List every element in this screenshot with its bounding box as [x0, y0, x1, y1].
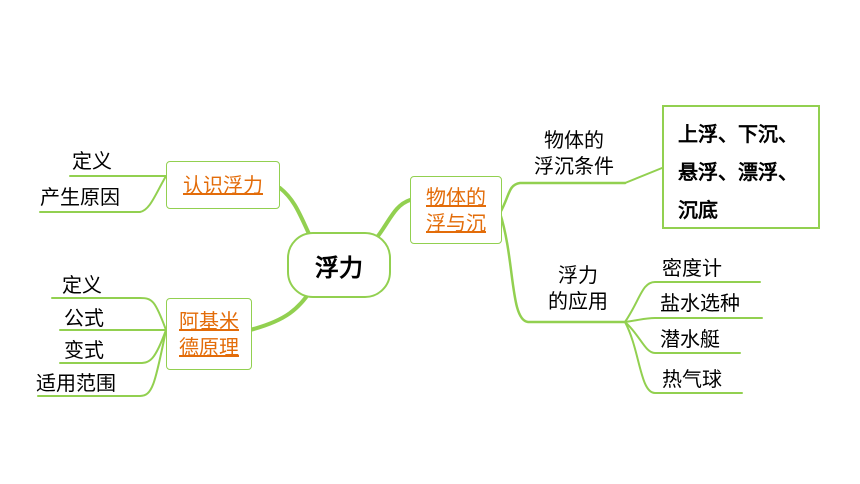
branch-float-sink-line2: 浮与沉: [426, 211, 486, 235]
branch-archimedes-line2: 德原理: [179, 335, 239, 359]
branch-archimedes-line1: 阿基米: [179, 309, 239, 333]
sub-float-conditions-line2: 浮沉条件: [534, 154, 614, 178]
leaf-scope: 适用范围: [36, 371, 116, 395]
detail-line-1: 上浮、下沉、: [678, 122, 798, 146]
branch-recognize-buoyancy-label: 认识浮力: [183, 173, 263, 197]
branch-archimedes: 阿基米 德原理: [166, 298, 252, 370]
branch-float-sink-line1: 物体的: [426, 185, 486, 209]
leaf-hydrometer: 密度计: [662, 256, 722, 280]
central-topic: 浮力: [287, 232, 391, 298]
detail-line-2: 悬浮、漂浮、: [678, 160, 798, 184]
leaf-formula: 公式: [64, 306, 104, 330]
leaf-variant: 变式: [64, 338, 104, 362]
leaf-cause: 产生原因: [40, 185, 120, 209]
branch-recognize-buoyancy: 认识浮力: [166, 161, 280, 209]
leaf-submarine: 潜水艇: [660, 327, 720, 351]
leaf-definition-1: 定义: [72, 149, 112, 173]
sub-float-conditions: 物体的 浮沉条件: [522, 127, 626, 179]
leaf-definition-2: 定义: [62, 273, 102, 297]
conditions-detail-box: 上浮、下沉、 悬浮、漂浮、 沉底: [662, 105, 820, 229]
branch-float-sink: 物体的 浮与沉: [410, 176, 502, 244]
sub-float-conditions-line1: 物体的: [544, 128, 604, 152]
leaf-salt-water-seed-selection: 盐水选种: [660, 291, 740, 315]
detail-line-3: 沉底: [678, 198, 718, 222]
sub-buoyancy-applications-line2: 的应用: [548, 289, 608, 313]
sub-buoyancy-applications-line1: 浮力: [558, 263, 598, 287]
leaf-hot-air-balloon: 热气球: [662, 367, 722, 391]
sub-buoyancy-applications: 浮力 的应用: [536, 262, 620, 314]
